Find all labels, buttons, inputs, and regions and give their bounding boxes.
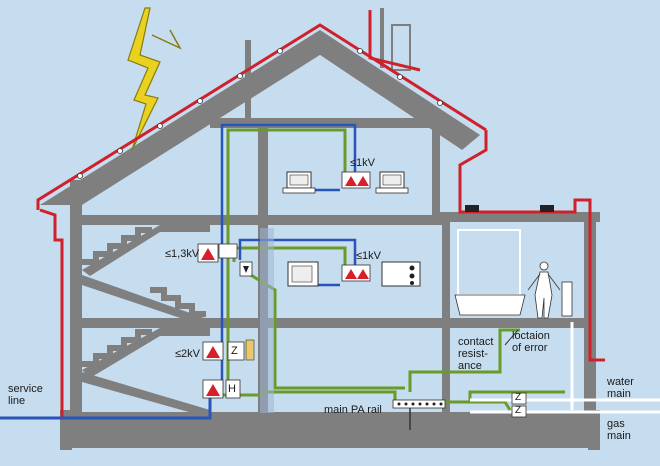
spd-meter-label: ≤2kV bbox=[175, 348, 200, 360]
down-conductor-right bbox=[458, 130, 605, 362]
cable-shaft bbox=[260, 228, 274, 413]
television bbox=[287, 261, 319, 287]
roof-clips bbox=[77, 48, 443, 179]
roof-vent-2 bbox=[540, 205, 554, 212]
lightning-branch bbox=[151, 29, 182, 50]
meter-z-box bbox=[227, 341, 245, 361]
computer-attic-right bbox=[375, 171, 409, 194]
roof-inner-top bbox=[82, 55, 462, 215]
error-pointer bbox=[504, 329, 519, 346]
computer-attic-left bbox=[282, 171, 316, 194]
annex-wall bbox=[442, 215, 450, 420]
staircase-bottom bbox=[82, 372, 210, 418]
meter-z-label: Z bbox=[231, 345, 238, 357]
contact-resistance-label: contact resist- ance bbox=[458, 336, 494, 372]
location-of-error-label: loctaion of error bbox=[512, 330, 550, 354]
lightning-bolt bbox=[127, 7, 161, 151]
person-in-bath bbox=[527, 261, 561, 319]
junction-arrow bbox=[243, 266, 249, 273]
stair-steps-upper bbox=[82, 227, 152, 265]
stair-steps-lower bbox=[82, 329, 152, 367]
spd-attic-label: ≤1kV bbox=[350, 157, 375, 169]
radiator bbox=[561, 281, 573, 317]
attic-right-wall bbox=[432, 118, 440, 218]
air-termination-roof bbox=[36, 23, 487, 210]
service-line-cable bbox=[0, 395, 212, 420]
spd-main bbox=[202, 379, 224, 399]
roof-vent-1 bbox=[465, 205, 479, 212]
spd-floor1 bbox=[341, 264, 371, 282]
main-h-label: H bbox=[228, 383, 236, 395]
spd-sub-distribution bbox=[197, 243, 238, 263]
vent-pipe bbox=[245, 40, 251, 120]
meter-vertical-icon bbox=[245, 339, 255, 361]
hifi-stack bbox=[381, 261, 421, 287]
bathtub bbox=[454, 294, 526, 316]
spd-meter bbox=[202, 341, 224, 361]
chimney bbox=[391, 24, 411, 71]
antenna-conductor bbox=[368, 10, 421, 72]
attic-floor bbox=[210, 118, 440, 128]
main-pa-rail-label: main PA rail bbox=[324, 404, 382, 416]
pa-to-bathroom bbox=[408, 328, 520, 392]
water-main-label: water main bbox=[607, 376, 634, 400]
spd-sub-distribution-label: ≤1,3kV bbox=[165, 248, 200, 260]
ground-surface bbox=[0, 448, 660, 466]
staircase-lower bbox=[82, 328, 210, 378]
pa-conductor-riser bbox=[226, 128, 347, 395]
roof bbox=[40, 30, 480, 205]
water-meter-z2 bbox=[511, 405, 527, 418]
spd-floor1-label: ≤1kV bbox=[356, 250, 381, 262]
gas-main-label: gas main bbox=[607, 418, 631, 442]
bathroom-window bbox=[457, 229, 521, 296]
ground-slab bbox=[60, 420, 600, 450]
left-outer-wall bbox=[70, 180, 82, 420]
pa-rail-terminals bbox=[397, 402, 443, 406]
water-z1-label: Z bbox=[515, 392, 522, 403]
water-meter-z1 bbox=[511, 392, 527, 405]
staircase-middle bbox=[82, 275, 210, 328]
blue-floor1 bbox=[238, 238, 357, 275]
meter-h-box bbox=[225, 379, 241, 399]
water-z2-label: Z bbox=[515, 405, 522, 416]
annex-roof bbox=[440, 212, 600, 222]
down-conductor-left bbox=[39, 208, 64, 418]
service-line-label: service line bbox=[8, 383, 43, 407]
pa-to-water bbox=[440, 400, 512, 411]
foundation-left bbox=[60, 410, 72, 450]
floor-1 bbox=[70, 318, 590, 328]
staircase-upper bbox=[82, 225, 210, 276]
spd-attic bbox=[341, 171, 371, 189]
ground-floor bbox=[70, 412, 590, 422]
antenna-mast bbox=[380, 8, 384, 68]
stair-steps-middle bbox=[150, 287, 206, 317]
